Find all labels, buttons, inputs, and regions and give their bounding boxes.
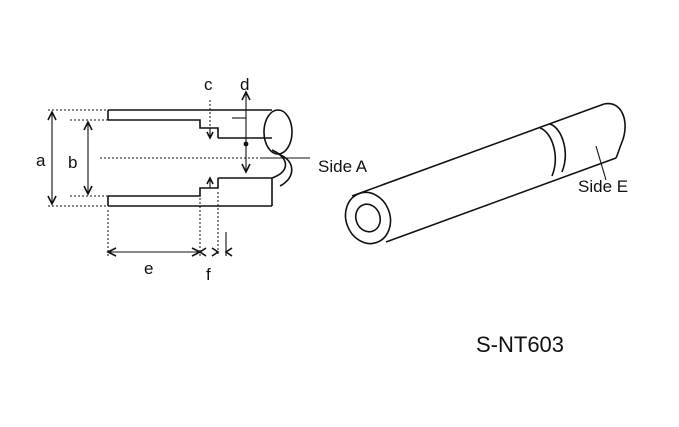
label-side-e: Side E [578,177,628,196]
label-b: b [68,153,77,172]
cross-section-drawing [47,90,300,257]
label-f: f [206,265,211,284]
label-c: c [204,75,213,94]
part-code: S-NT603 [476,332,564,357]
label-side-a: Side A [318,157,368,176]
label-a: a [36,151,46,170]
label-e: e [144,259,153,278]
tube-perspective [344,102,626,245]
label-d: d [240,75,249,94]
